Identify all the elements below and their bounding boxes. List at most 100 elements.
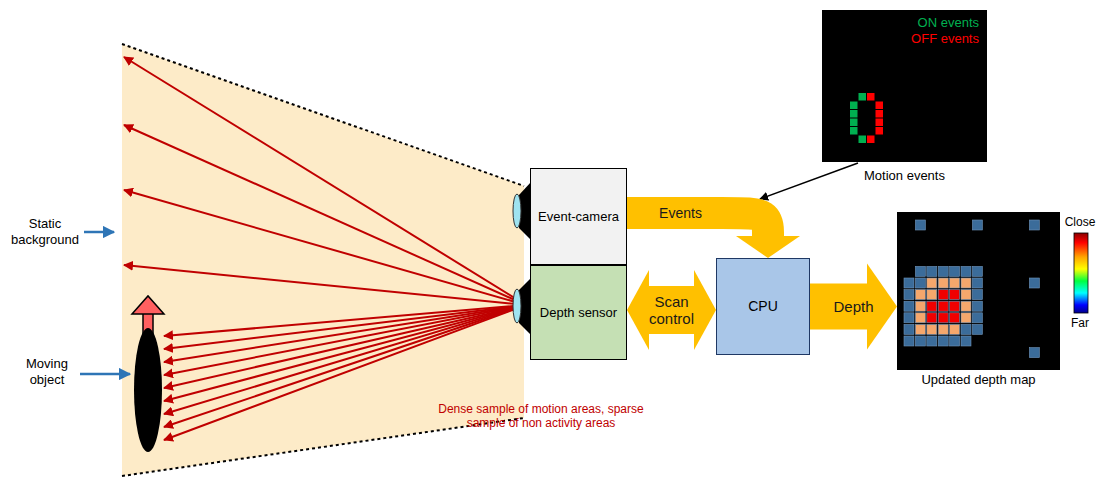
depth-pixel [927,324,937,334]
event-pixel [850,119,858,127]
depth-panel [897,212,1060,370]
motion-arrow [132,296,164,314]
legend-text: OFF events [911,31,979,47]
depth-pixel [961,290,971,300]
color-bar [1074,233,1088,313]
pointer-arrow [84,231,114,234]
event-pixel [859,136,867,144]
box-label: CPU [748,298,778,315]
depth-pixel [961,266,971,276]
depth-pixel [1029,278,1039,288]
depth-pixel [927,290,937,300]
depth-pixel [904,324,914,334]
depth-pixel [950,278,960,288]
legend-text: ON events [918,15,979,31]
event-pixels [850,93,883,143]
depth-pixel [938,324,948,334]
depth-pixel [915,220,925,230]
depth-pixel [950,336,960,346]
event-pixel [859,93,867,101]
depth-pixel [950,266,960,276]
event-pixel [850,127,858,135]
depth-pixel [972,278,982,288]
scan-rays [124,57,526,440]
depth-pixel [904,278,914,288]
events-panel [822,10,987,162]
depth-pixel [915,336,925,346]
panel-caption: Motion events [822,168,987,184]
flow-label: Depth [830,298,878,315]
panel-caption: Updated depth map [897,372,1060,388]
depth-pixel [915,278,925,288]
sensor-box: Depth sensor [530,265,627,360]
depth-map-panel: Updated depth map [897,212,1060,390]
scene-label: Static background [2,216,88,247]
flow-arrow [810,264,897,350]
depth-pixel [972,324,982,334]
depth-pixel [927,278,937,288]
depth-pixel [972,220,982,230]
depth-pixel [915,301,925,311]
flow-arrow [627,270,716,350]
depth-pixel [938,278,948,288]
arrowhead [736,236,800,258]
depth-pixel [1029,220,1039,230]
depth-pixel [904,301,914,311]
depth-pixel [927,266,937,276]
cpu-box: CPU [716,258,810,355]
box-label: Event-camera [538,209,619,225]
depth-pixel [950,313,960,323]
scale-label: Close [1058,215,1102,229]
depth-pixel [904,336,914,346]
depth-pixel [961,313,971,323]
box-label: Depth sensor [540,305,617,321]
camera-box: Event-camera [530,168,627,265]
depth-pixel [915,266,925,276]
leader-line [760,163,858,199]
depth-pixel [904,313,914,323]
moving-object [134,328,162,452]
event-pixel [876,110,884,118]
depth-pixel [950,301,960,311]
depth-pixel [927,336,937,346]
flow-label: Scan control [644,293,700,328]
scale-label: Far [1058,316,1102,330]
depth-pixel [972,266,982,276]
event-pixel [850,110,858,118]
depth-pixel [915,290,925,300]
scene-label: Moving object [14,356,80,387]
depth-pixel [961,336,971,346]
depth-pixel [950,290,960,300]
depth-pixel [938,336,948,346]
depth-pixel [938,266,948,276]
event-pixel [876,102,884,110]
sensor-lens [513,289,521,323]
depth-pixel [915,324,925,334]
depth-pixels [904,220,1039,358]
depth-pixel [961,301,971,311]
depth-pixel [927,301,937,311]
motion-events-panel: ON eventsOFF eventsMotion events [822,10,987,188]
depth-pixel [927,313,937,323]
depth-pixel [972,290,982,300]
flow-label: Events [656,205,706,221]
event-pixel [850,102,858,110]
event-pixel [876,127,884,135]
depth-pixel [972,313,982,323]
depth-pixel [950,324,960,334]
fov-edge [122,418,524,476]
camera-lens [513,194,521,228]
depth-pixel [904,290,914,300]
note-text: Dense sample of motion areas, sparse sam… [425,402,657,431]
event-pixel [867,93,875,101]
flow-arrow [627,213,800,258]
depth-pixel [961,278,971,288]
depth-pixel [915,313,925,323]
depth-pixel [938,313,948,323]
depth-pixel [938,301,948,311]
pointer-arrow [80,373,130,376]
depth-pixel [972,301,982,311]
depth-pixel [1029,348,1039,358]
fov-edge [122,44,524,186]
depth-pixel [961,324,971,334]
